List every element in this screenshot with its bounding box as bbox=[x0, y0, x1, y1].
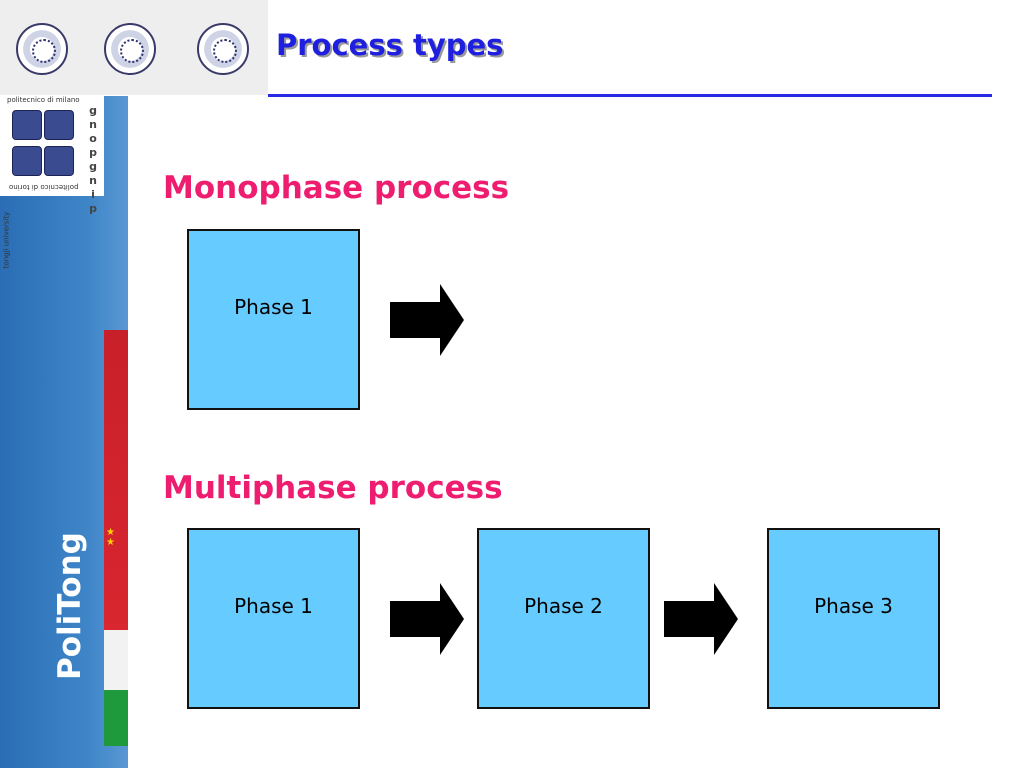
pingpong-letter: p bbox=[89, 146, 97, 159]
phase-label: Phase 1 bbox=[234, 594, 313, 618]
phase-label: Phase 1 bbox=[234, 295, 313, 319]
phase-label: Phase 2 bbox=[524, 594, 603, 618]
flag-white-stripe bbox=[104, 630, 128, 690]
brand-label: PoliTong bbox=[52, 532, 88, 680]
seal-bl-icon bbox=[12, 146, 42, 176]
institution-logo-block: politecnico di milano tongji university bbox=[0, 96, 104, 268]
institution-side-label: tongji university bbox=[2, 211, 11, 269]
pingpong-letter: i bbox=[91, 188, 95, 201]
institution-bottom-label: politecnico di torino bbox=[9, 183, 79, 191]
tongji-university-seal-icon bbox=[104, 23, 156, 75]
multiphase-phase-1-box: Phase 1 bbox=[187, 528, 360, 709]
pingpong-letter: o bbox=[89, 132, 97, 145]
arrow-right-icon bbox=[664, 583, 738, 655]
pingpong-letter: g bbox=[89, 104, 97, 117]
pingpong-letter: n bbox=[89, 174, 97, 187]
logo-strip bbox=[0, 0, 268, 95]
flag-green-stripe bbox=[104, 690, 128, 746]
flag-red-stripe bbox=[104, 330, 128, 630]
arrow-right-icon bbox=[390, 583, 464, 655]
multiphase-heading: Multiphase process bbox=[163, 470, 503, 506]
pingpong-letter: p bbox=[89, 202, 97, 215]
pingpong-letter: n bbox=[89, 118, 97, 131]
seal-tl-icon bbox=[12, 110, 42, 140]
slide-title: Process types bbox=[276, 28, 504, 62]
pingpong-letter: g bbox=[89, 160, 97, 173]
title-rule bbox=[268, 94, 992, 97]
seal-br-icon bbox=[44, 146, 74, 176]
flag-stars-icon: ★★ bbox=[106, 527, 115, 548]
monophase-heading: Monophase process bbox=[163, 170, 510, 206]
monophase-phase-1-box: Phase 1 bbox=[187, 229, 360, 410]
politecnico-torino-seal-icon bbox=[16, 23, 68, 75]
arrow-right-icon bbox=[390, 284, 464, 356]
multiphase-phase-2-box: Phase 2 bbox=[477, 528, 650, 709]
politecnico-milano-seal-icon bbox=[197, 23, 249, 75]
institution-top-label: politecnico di milano bbox=[7, 96, 80, 104]
multiphase-phase-3-box: Phase 3 bbox=[767, 528, 940, 709]
seal-tr-icon bbox=[44, 110, 74, 140]
phase-label: Phase 3 bbox=[814, 594, 893, 618]
pingpong-vertical-label: g n o p g n i p bbox=[86, 104, 100, 216]
